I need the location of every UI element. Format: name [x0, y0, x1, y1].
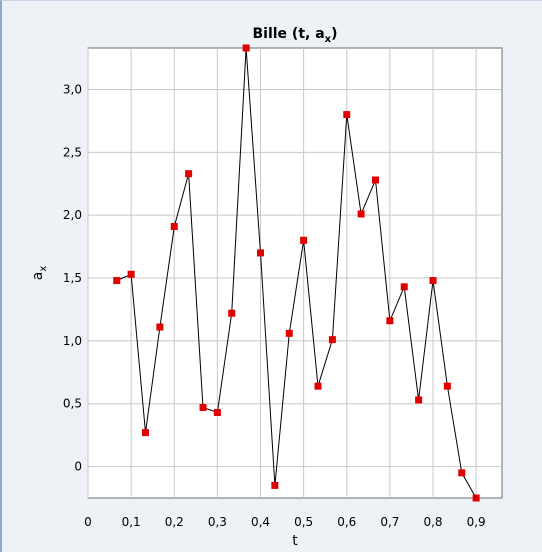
data-point [156, 323, 164, 331]
x-axis-label: t [292, 533, 298, 549]
data-point [443, 382, 451, 390]
data-point [285, 329, 293, 337]
data-point [242, 44, 250, 52]
data-point [400, 283, 408, 291]
data-point [185, 170, 193, 178]
data-point [257, 249, 264, 257]
data-point [472, 494, 480, 502]
data-point [141, 429, 149, 437]
series-layer [113, 44, 480, 502]
data-point [271, 481, 279, 489]
chart-title: Bille (t, ax) [252, 26, 337, 45]
data-point [228, 309, 236, 317]
data-point [415, 396, 423, 404]
tick-labels: 0 0,1 0,2 0,3 0,4 0,5 0,6 0,7 0,8 0,9 0 0,5 1,0 1,5 2,… [63, 82, 486, 529]
data-point [314, 382, 322, 390]
chart-title-main: Bille (t, a [252, 26, 324, 42]
data-point [170, 222, 178, 230]
data-point [429, 277, 437, 285]
y-axis-label: ax [30, 266, 49, 281]
chart-title-subscript: x [325, 34, 332, 45]
data-point [213, 409, 221, 417]
y-tick-label: 2,0 [63, 208, 82, 222]
y-tick-label: 0 [74, 460, 82, 474]
x-tick-label: 0,1 [122, 515, 141, 529]
data-point [127, 270, 135, 278]
data-point [328, 336, 336, 344]
data-point [458, 469, 466, 477]
x-tick-label: 0,5 [294, 515, 313, 529]
y-tick-label: 1,5 [63, 271, 82, 285]
y-tick-label: 3,0 [63, 82, 82, 96]
x-tick-label: 0,4 [251, 515, 270, 529]
data-point [343, 111, 351, 119]
y-tick-label: 1,0 [63, 334, 82, 348]
x-tick-label: 0,7 [380, 515, 399, 529]
data-point [386, 317, 394, 325]
x-tick-label: 0,2 [165, 515, 184, 529]
y-tick-label: 2,5 [63, 145, 82, 159]
y-tick-label: 0,5 [63, 397, 82, 411]
x-tick-label: 0,9 [467, 515, 486, 529]
plot-area [87, 47, 503, 499]
y-axis-label-main: a [30, 272, 46, 281]
x-tick-label: 0,8 [423, 515, 442, 529]
data-point [113, 277, 121, 285]
x-tick-label: 0,3 [208, 515, 227, 529]
x-tick-label: 0 [84, 515, 92, 529]
x-tick-label: 0,6 [337, 515, 356, 529]
y-axis-label-subscript: x [38, 266, 49, 272]
series-line [116, 47, 477, 499]
data-point [372, 176, 380, 184]
data-point [300, 236, 308, 244]
y-axis-label-group: ax [30, 266, 49, 281]
data-point [357, 210, 365, 218]
chart-title-end: ) [331, 26, 337, 42]
data-point [199, 403, 207, 411]
